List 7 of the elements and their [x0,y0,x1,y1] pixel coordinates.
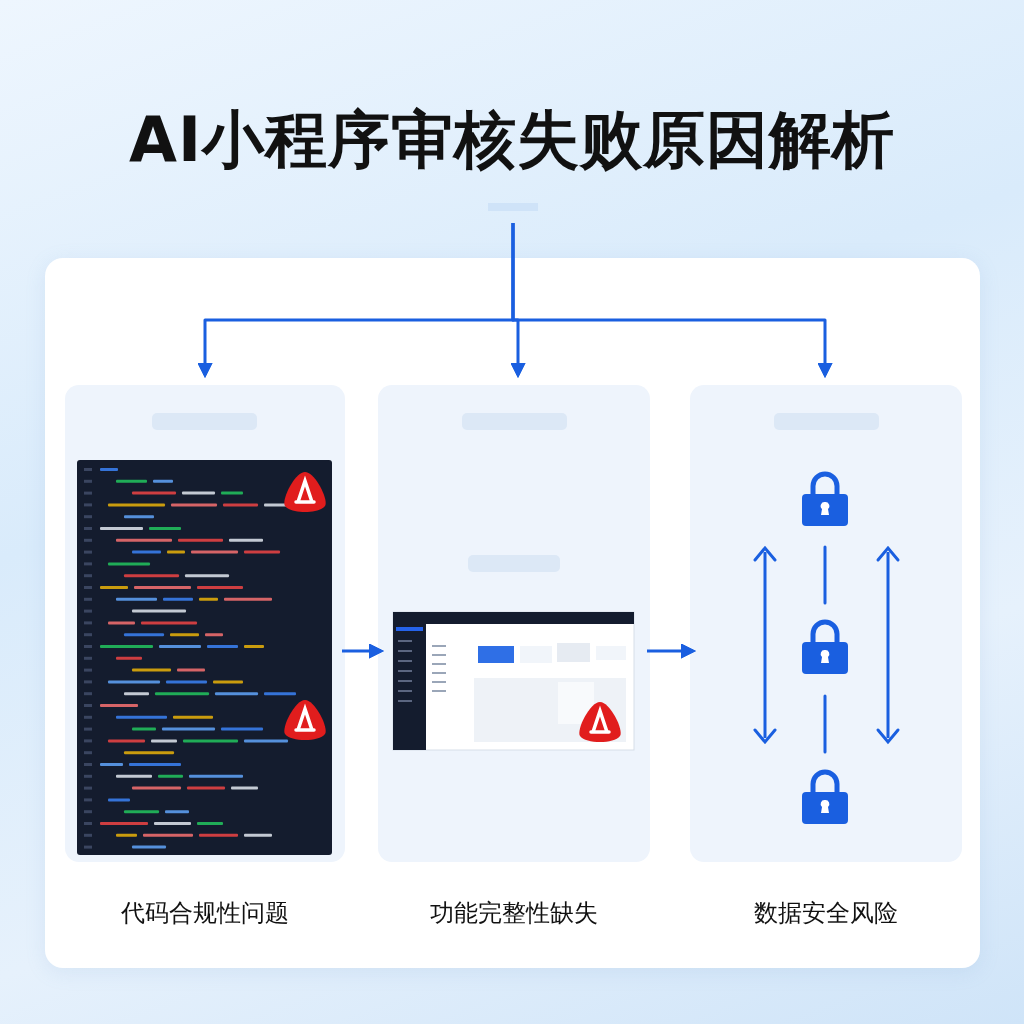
panel-heading: 数据安全风险 [753,898,899,929]
title: AI小程序审核失败原因解析 [127,102,897,178]
arrow [511,223,833,378]
arrow [342,643,384,659]
panel-heading: 功能完整性缺失 [429,898,599,929]
arrow [647,643,696,659]
panel-heading: 代码合规性问题 [120,898,290,929]
